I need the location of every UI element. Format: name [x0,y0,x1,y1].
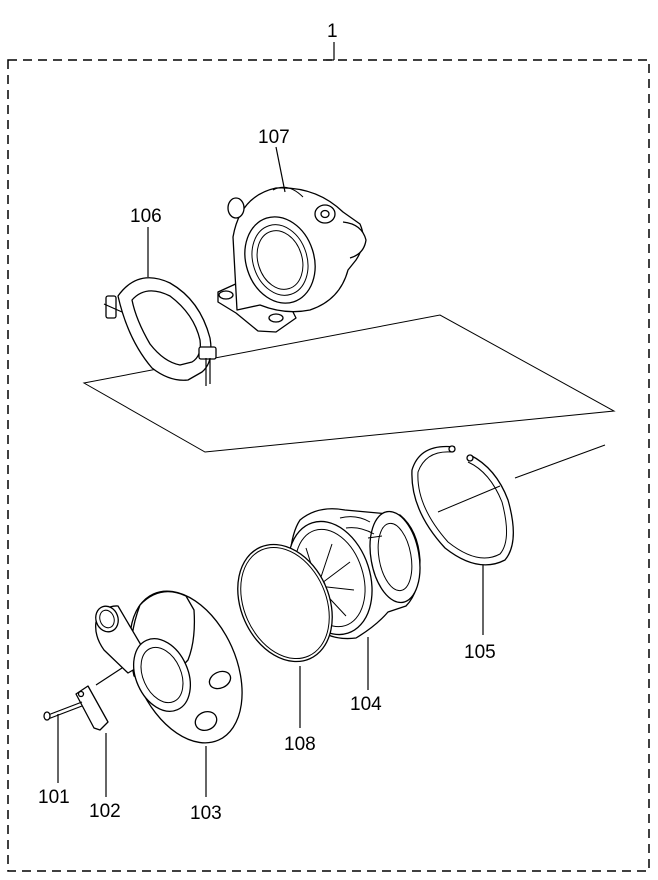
callout-108: 108 [284,734,316,755]
part-106-clamp [103,277,217,386]
part-101-bolt [43,701,83,721]
leader-lines [57,146,606,797]
callout-105: 105 [464,642,496,663]
part-callouts: 107 106 105 104 108 103 102 101 [38,127,496,824]
assembly-boundary [7,59,650,872]
assembly-callout: 1 [326,21,338,61]
reference-plane [82,314,616,453]
part-105-snap-ring [411,445,514,566]
callout-104: 104 [350,694,382,715]
part-102-lock-plate [75,685,109,731]
callout-101: 101 [38,787,70,808]
assembly-label: 1 [327,21,338,42]
callout-106: 106 [130,206,162,227]
callout-107: 107 [258,127,290,148]
callout-103: 103 [190,803,222,824]
callout-102: 102 [89,801,121,822]
part-103-backplate [95,590,243,744]
part-108-o-ring [237,543,333,663]
part-107-housing [217,186,367,333]
